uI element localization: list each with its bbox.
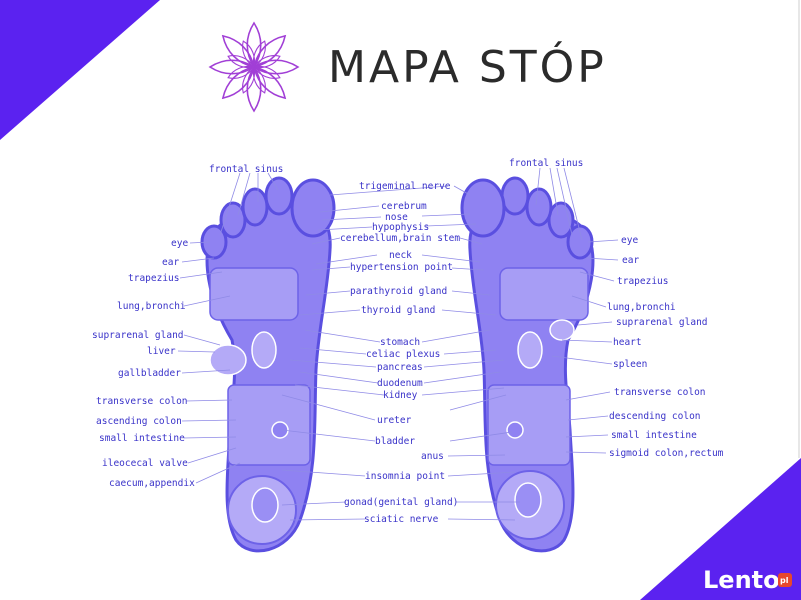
lento-logo: Lento pl	[703, 566, 792, 594]
label-celiac-plexus: celiac plexus	[366, 349, 440, 360]
label-right-eye: eye	[621, 235, 638, 246]
label-left-caecum-appendix: caecum,appendix	[109, 478, 195, 489]
brand-badge	[778, 573, 792, 587]
label-thyroid-gland: thyroid gland	[361, 305, 435, 316]
label-right-descending-colon: descending colon	[609, 411, 701, 422]
label-nose: nose	[385, 212, 408, 223]
label-parathyroid-gland: parathyroid gland	[350, 286, 447, 297]
center-labels: trigeminal nerve cerebrum nose hypophysi…	[340, 181, 460, 525]
left-foot-labels: frontal sinus eye ear trapezius lung,bro…	[92, 164, 283, 489]
label-pancreas: pancreas	[377, 362, 423, 373]
label-cerebellum-brain-stem: cerebellum,brain stem	[340, 233, 460, 244]
brand-suffix: pl	[780, 576, 789, 585]
label-left-trapezius: trapezius	[128, 273, 179, 284]
left-foot	[200, 176, 336, 553]
label-left-frontal-sinus: frontal sinus	[209, 164, 283, 175]
label-gonad: gonad(genital gland)	[344, 497, 458, 508]
leader-lines	[177, 167, 619, 521]
label-duodenum: duodenum	[377, 378, 423, 389]
label-left-lung-bronchi: lung,bronchi	[117, 301, 186, 312]
label-right-trapezius: trapezius	[617, 276, 668, 287]
label-right-sigmoid-colon-rectum: sigmoid colon,rectum	[609, 448, 724, 459]
label-left-ear: ear	[162, 257, 179, 268]
label-sciatic-nerve: sciatic nerve	[364, 514, 439, 525]
label-right-transverse-colon: transverse colon	[614, 387, 706, 398]
lotus-logo-icon	[208, 21, 300, 113]
right-foot-labels: frontal sinus eye ear trapezius lung,bro…	[509, 158, 724, 459]
label-left-suprarenal-gland: suprarenal gland	[92, 330, 184, 341]
label-right-small-intestine: small intestine	[611, 430, 697, 441]
label-hypertension-point: hypertension point	[350, 262, 453, 273]
label-left-liver: liver	[147, 346, 176, 357]
label-left-ascending-colon: ascending colon	[96, 416, 182, 427]
label-left-ileocecal-valve: ileocecal valve	[102, 458, 188, 469]
label-hypophysis: hypophysis	[372, 222, 429, 233]
label-anus: anus	[421, 451, 444, 462]
right-foot	[460, 176, 595, 553]
label-right-lung-bronchi: lung,bronchi	[607, 302, 676, 313]
label-bladder: bladder	[375, 436, 415, 447]
label-trigeminal-nerve: trigeminal nerve	[359, 181, 451, 192]
label-stomach: stomach	[380, 337, 420, 348]
label-left-eye: eye	[171, 238, 188, 249]
label-left-small-intestine: small intestine	[99, 433, 185, 444]
brand-name: Lento	[703, 566, 780, 594]
label-right-spleen: spleen	[613, 359, 647, 370]
page-title: MAPA STÓP	[328, 40, 607, 93]
label-right-suprarenal-gland: suprarenal gland	[616, 317, 708, 328]
label-right-heart: heart	[613, 337, 642, 348]
label-right-frontal-sinus: frontal sinus	[509, 158, 583, 169]
corner-triangle-top-left	[0, 0, 160, 140]
label-left-gallbladder: gallbladder	[118, 368, 181, 379]
corner-triangle-bottom-right	[640, 458, 801, 600]
label-right-ear: ear	[622, 255, 639, 266]
label-neck: neck	[389, 250, 412, 261]
label-insomnia-point: insomnia point	[365, 471, 445, 482]
label-kidney: kidney	[383, 390, 418, 401]
label-cerebrum: cerebrum	[381, 201, 427, 212]
label-left-transverse-colon: transverse colon	[96, 396, 188, 407]
label-ureter: ureter	[377, 415, 412, 426]
